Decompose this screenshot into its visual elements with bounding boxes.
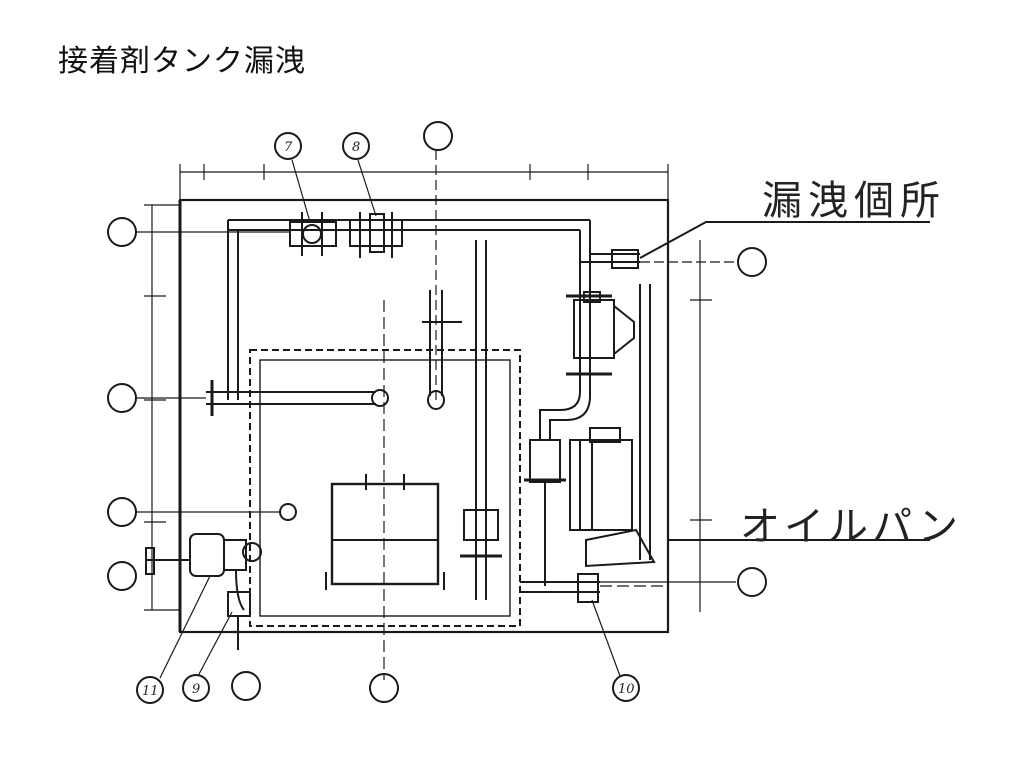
page-title: 接着剤タンク漏洩	[58, 44, 306, 79]
section-mark-top	[423, 121, 453, 151]
mid-pipe	[206, 380, 389, 416]
balloon-10: 10	[591, 599, 640, 702]
balloon-9: 9	[182, 611, 233, 702]
motor	[569, 427, 656, 568]
section-mark-left-3	[107, 497, 280, 527]
balloon-7: 7	[274, 132, 311, 223]
center-vertical-pipe	[422, 150, 462, 410]
part-number-9: 9	[192, 682, 200, 697]
section-mark-left-4	[107, 561, 137, 591]
balloon-11: 11	[136, 575, 211, 704]
leak-location-label: 漏洩個所	[762, 178, 946, 224]
right-upper-pump	[566, 249, 651, 560]
part-number-7: 7	[284, 140, 293, 155]
gauge-icon	[279, 503, 297, 521]
bottom-left-fitting	[145, 533, 262, 650]
pump-column	[460, 240, 502, 600]
section-mark-right-1	[640, 247, 767, 277]
valve-8	[349, 212, 403, 258]
section-mark-bottom-1	[231, 671, 261, 701]
part-number-11: 11	[142, 684, 159, 699]
adhesive-tank	[249, 349, 521, 627]
valve-7	[289, 212, 337, 256]
bottom-right-fitting	[520, 573, 668, 603]
right-dimension-line	[690, 240, 712, 612]
part-number-8: 8	[352, 140, 360, 155]
oil-pan-label: オイルパン	[740, 504, 962, 550]
right-curved-pipe	[524, 262, 591, 586]
section-mark-left-2	[107, 383, 206, 413]
section-mark-bottom-2	[369, 673, 399, 703]
top-dimension-line	[179, 164, 669, 200]
outer-frame	[178, 198, 670, 634]
left-dimension-line	[144, 204, 180, 611]
section-mark-left-1	[107, 217, 290, 247]
agitator-box	[325, 474, 445, 590]
part-number-10: 10	[618, 682, 635, 697]
balloon-8: 8	[342, 132, 377, 217]
section-mark-right-2	[600, 567, 767, 597]
leak-leader-line	[639, 221, 930, 259]
